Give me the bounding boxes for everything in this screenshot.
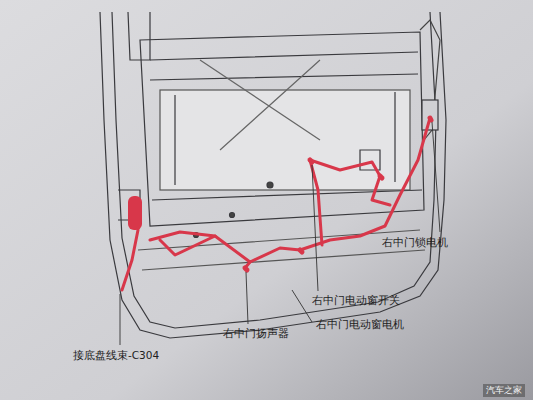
part-label: 右中门锁电机: [381, 236, 449, 249]
door-frame: [100, 12, 446, 338]
part-label: 右中门电动窗电机: [315, 318, 405, 331]
part-label: 右中门电动窗开关: [311, 294, 401, 307]
connector-label: 接底盘线束-C304: [72, 349, 160, 362]
watermark: 汽车之家: [483, 384, 525, 397]
leader-lines: [120, 122, 440, 345]
chassis-connector-c304: [128, 196, 142, 230]
part-label: 右中门扬声器: [222, 327, 290, 340]
wiring-harness: [122, 118, 430, 290]
